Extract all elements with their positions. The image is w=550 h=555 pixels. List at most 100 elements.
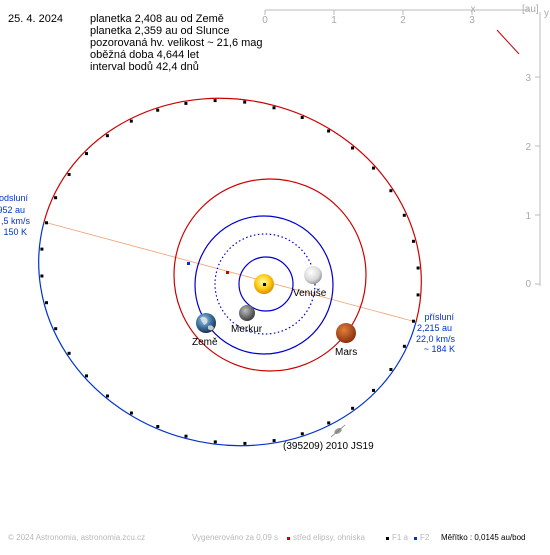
- orbit-point-marker: [327, 129, 331, 133]
- venus-orbit: [214, 233, 316, 335]
- perihelion-line: 22,0 km/s: [416, 334, 456, 344]
- x-axis: 0 1 2 3 x [au]: [262, 4, 539, 26]
- orbit-point-marker: [372, 388, 375, 392]
- orbit-point-marker: [129, 119, 133, 123]
- axis-unit-label: [au]: [522, 4, 539, 15]
- x-tick-label: 2: [400, 15, 406, 26]
- x-tick-label: 1: [331, 15, 337, 26]
- focus-f2-marker: [187, 262, 190, 265]
- orbit-point-marker: [184, 434, 188, 438]
- perihelion-annotation: přísluní 2,215 au 22,0 km/s ~ 184 K: [416, 312, 456, 354]
- orbit-point-marker: [45, 221, 48, 225]
- venus-icon: [304, 266, 322, 284]
- aphelion-line: 150 K: [3, 227, 27, 237]
- mercury-orbit: [238, 256, 294, 312]
- orbit-point-marker: [184, 101, 188, 105]
- ellipse-center-marker: [226, 271, 229, 274]
- asteroid-orbit-far-half: [38, 221, 417, 447]
- orbit-point-marker: [412, 239, 415, 243]
- info-line-sun-distance: planetka 2,359 au od Slunce: [90, 25, 230, 37]
- orbit-point-marker: [40, 274, 44, 278]
- y-tick-label: 1: [525, 211, 531, 222]
- orbit-point-marker: [54, 196, 58, 200]
- orbit-point-marker: [300, 116, 304, 119]
- orbit-point-marker: [389, 189, 393, 193]
- orbit-point-marker: [85, 152, 88, 156]
- info-line-earth-distance: planetka 2,408 au od Země: [90, 13, 224, 25]
- orbit-point-marker: [85, 374, 88, 378]
- apsidal-line: [43, 221, 417, 323]
- info-line-interval: interval bodů 42,4 dnů: [90, 61, 199, 73]
- y-tick-label: 0: [525, 279, 531, 290]
- orbit-point-marker: [213, 99, 217, 103]
- orbit-point-marker: [327, 421, 331, 425]
- mercury-label: Merkur: [231, 324, 263, 335]
- orbit-point-marker: [402, 213, 406, 217]
- scale-label: Měřítko : 0,0145 au/bod: [441, 533, 526, 542]
- aphelion-annotation: odsluní 952 au ,5 km/s 150 K: [0, 193, 30, 237]
- perihelion-line: ~ 184 K: [424, 344, 455, 354]
- info-line-magnitude: pozorovaná hv. velikost ~ 21,6 mag: [90, 37, 263, 49]
- asteroid-orbit-near-half: [43, 97, 422, 323]
- earth-label: Země: [192, 337, 218, 348]
- mercury-icon: [239, 305, 255, 321]
- orbit-point-marker: [272, 439, 276, 443]
- legend-f2: F2: [420, 533, 430, 542]
- mars-icon: [336, 323, 356, 343]
- orbit-point-marker: [300, 432, 304, 436]
- venus-label: Venuše: [293, 288, 327, 299]
- orbit-point-marker: [351, 406, 355, 410]
- mars-label: Mars: [335, 347, 357, 358]
- corner-mark: [496, 29, 520, 55]
- orbit-point-marker: [54, 327, 58, 331]
- focus-f1-marker: [263, 283, 266, 286]
- x-tick-label: 0: [262, 15, 268, 26]
- perihelion-line: 2,215 au: [417, 323, 452, 333]
- orbit-point-marker: [45, 301, 48, 305]
- x-axis-label: x: [471, 4, 476, 15]
- aphelion-line: odsluní: [0, 193, 28, 203]
- legend-f2-marker: [414, 537, 417, 540]
- date-label: 25. 4. 2024: [8, 13, 64, 25]
- y-tick-label: 3: [525, 73, 531, 84]
- legend-center-marker: [287, 537, 290, 540]
- x-tick-label: 3: [469, 15, 475, 26]
- orbit-point-marker: [156, 108, 160, 112]
- orbit-point-marker: [67, 173, 71, 176]
- orbit-point-marker: [243, 441, 247, 445]
- orbit-point-marker: [243, 100, 247, 104]
- orbit-point-marker: [67, 351, 71, 355]
- copyright[interactable]: © 2024 Astronomia, astronomia.zcu.cz: [8, 533, 146, 542]
- orbit-point-marker: [351, 146, 354, 150]
- aphelion-line: 952 au: [0, 205, 25, 215]
- y-tick-label: 2: [525, 142, 531, 153]
- orbit-point-marker: [272, 106, 276, 110]
- asteroid-icon: [330, 424, 346, 438]
- orbit-point-marker: [213, 440, 217, 444]
- info-line-period: oběžná doba 4,644 let: [90, 49, 199, 61]
- legend-center: střed elipsy, ohniska: [293, 533, 365, 542]
- legend-f1-marker: [386, 537, 389, 540]
- orbit-point-marker: [129, 411, 133, 415]
- y-axis: 3 2 1 0 y: [525, 8, 549, 290]
- orbit-point-marker: [106, 394, 109, 398]
- y-axis-label: y: [544, 8, 549, 19]
- mars-orbit: [173, 178, 367, 372]
- legend-f1: F1 a: [392, 533, 409, 542]
- orbit-point-marker: [389, 368, 393, 371]
- orbit-point-marker: [105, 134, 109, 138]
- info-block: planetka 2,408 au od Země planetka 2,359…: [90, 13, 263, 73]
- aphelion-line: ,5 km/s: [1, 216, 31, 226]
- orbit-point-marker: [412, 319, 415, 323]
- orbit-point-marker: [402, 344, 406, 348]
- asteroid-label: (395209) 2010 JS19: [283, 441, 374, 452]
- earth-orbit: [194, 215, 334, 355]
- orbit-point-marker: [156, 425, 160, 428]
- perihelion-line: přísluní: [424, 312, 454, 322]
- generated-time: Vygenerováno za 0,09 s: [192, 533, 278, 542]
- orbit-point-marker: [416, 266, 420, 270]
- orbit-point-marker: [416, 293, 420, 297]
- orbit-point-marker: [372, 166, 375, 170]
- orbit-point-marker: [40, 247, 44, 251]
